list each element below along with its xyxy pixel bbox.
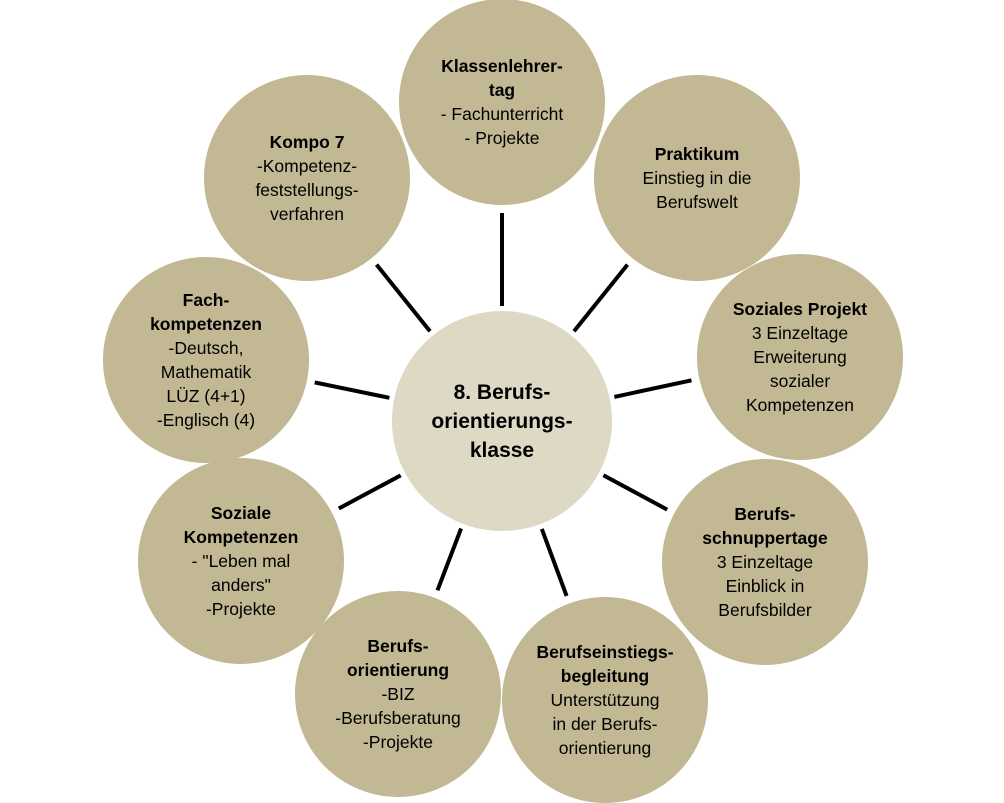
node-berufseinstiegsbegleitung: Berufseinstiegs- begleitung Unterstützun… (502, 597, 708, 803)
connector-line-berufseinstiegsbegleitung (539, 528, 569, 597)
connector-line-berufsorientierung (435, 527, 463, 592)
connector-line-fachkompetenzen (314, 380, 390, 400)
connector-line-soziale-kompetenzen (337, 473, 402, 511)
node-description: 3 Einzeltage Erweiterung sozialer Kompet… (746, 323, 854, 415)
node-description: - Fachunterricht - Projekte (440, 104, 564, 148)
connector-line-soziales-projekt (613, 378, 692, 399)
node-description: -BIZ -Berufsberatung -Projekte (335, 684, 461, 752)
node-kompo7: Kompo 7 -Kompetenz- feststellungs- verfa… (204, 75, 410, 281)
node-soziale-kompetenzen: Soziale Kompetenzen - "Leben mal anders"… (138, 458, 344, 664)
node-description: Unterstützung in der Berufs- orientierun… (550, 690, 660, 758)
node-title: Berufs- orientierung (346, 636, 450, 680)
node-description: 3 Einzeltage Einblick in Berufsbilder (716, 552, 814, 620)
node-description: - "Leben mal anders" -Projekte (191, 551, 291, 619)
node-title: Klassenlehrer- tag (441, 56, 563, 100)
connector-line-praktikum (572, 263, 630, 333)
node-title: Praktikum (654, 144, 740, 164)
center-title: 8. Berufs- orientierungs- klasse (431, 380, 573, 462)
connector-line-berufsschnuppertage (602, 473, 669, 512)
node-title: Berufseinstiegs- begleitung (536, 642, 674, 686)
node-title: Soziale Kompetenzen (183, 503, 299, 547)
node-klassenlehrertag: Klassenlehrer- tag - Fachunterricht - Pr… (399, 0, 605, 205)
node-title: Fach- kompetenzen (150, 290, 262, 334)
node-title: Kompo 7 (269, 132, 345, 152)
center-node: 8. Berufs- orientierungs- klasse (392, 311, 612, 531)
node-title: Berufs- schnuppertage (702, 504, 828, 548)
node-soziales-projekt: Soziales Projekt 3 Einzeltage Erweiterun… (697, 254, 903, 460)
node-description: Einstieg in die Berufswelt (642, 168, 752, 212)
node-praktikum: Praktikum Einstieg in die Berufswelt (594, 75, 800, 281)
node-berufsschnuppertage: Berufs- schnuppertage 3 Einzeltage Einbl… (662, 459, 868, 665)
node-title: Soziales Projekt (732, 299, 868, 319)
node-fachkompetenzen: Fach- kompetenzen -Deutsch, Mathematik L… (103, 257, 309, 463)
connector-line-kompo7 (374, 263, 432, 333)
node-description: -Deutsch, Mathematik LÜZ (4+1) -Englisch… (156, 338, 256, 430)
node-berufsorientierung: Berufs- orientierung -BIZ -Berufsberatun… (295, 591, 501, 797)
node-description: -Kompetenz- feststellungs- verfahren (255, 156, 359, 224)
